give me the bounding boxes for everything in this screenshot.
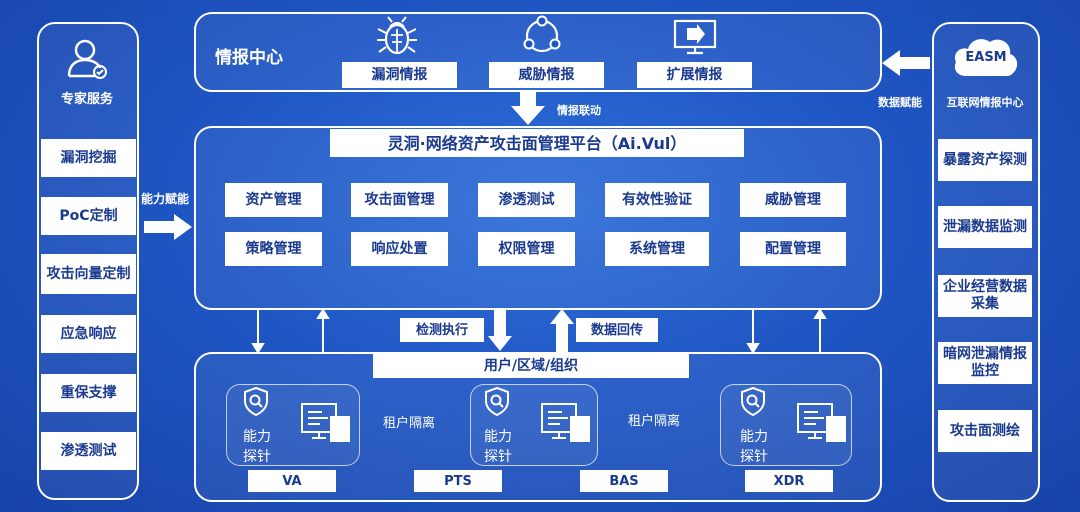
internet-intel-title: 互联网情报中心 [946, 96, 1024, 109]
intel-link-arrow-icon [509, 90, 547, 126]
intel-item-vuln[interactable]: 漏洞情报 [342, 62, 457, 88]
expert-item-poc-custom[interactable]: PoC定制 [41, 197, 136, 235]
data-return-arrow-icon [549, 308, 575, 352]
right-item-business-data[interactable]: 企业经营数据采集 [938, 275, 1032, 317]
right-item-exposed-assets[interactable]: 暴露资产探测 [938, 139, 1032, 181]
detect-exec-label: 检测执行 [400, 318, 484, 342]
detect-exec-arrow-icon [487, 308, 513, 352]
product-va[interactable]: VA [248, 470, 336, 492]
monitor-extend-icon [672, 18, 718, 58]
product-bas[interactable]: BAS [580, 470, 668, 492]
expert-item-emergency[interactable]: 应急响应 [41, 315, 136, 353]
tenant-isolation-label-2: 租户隔离 [628, 414, 681, 429]
probe-label-2-a: 能力 [484, 429, 512, 445]
right-item-surface-mapping[interactable]: 攻击面测绘 [938, 410, 1032, 452]
intel-item-threat[interactable]: 威胁情报 [489, 62, 604, 88]
module-threat-management[interactable]: 威胁管理 [740, 183, 846, 217]
shield-search-icon [243, 386, 269, 416]
ability-empower-arrow-icon [144, 212, 194, 242]
easm-cloud-icon [950, 34, 1022, 80]
data-empower-arrow-icon [880, 48, 930, 78]
module-attack-surface[interactable]: 攻击面管理 [351, 183, 448, 217]
platform-title: 灵洞·网络资产攻击面管理平台（Ai.Vul） [330, 129, 744, 157]
user-region-org-bar: 用户/区域/组织 [373, 354, 689, 378]
computer-document-icon [796, 402, 848, 446]
shield-search-icon [740, 386, 766, 416]
ability-empower-label: 能力赋能 [141, 192, 190, 206]
probe-label-2-b: 探针 [484, 449, 512, 465]
shield-search-icon [484, 386, 510, 416]
bug-icon [374, 15, 420, 57]
data-empower-label: 数据赋能 [878, 96, 922, 109]
module-response-handling[interactable]: 响应处置 [351, 232, 448, 266]
expert-item-guarantee[interactable]: 重保支撑 [41, 374, 136, 412]
intel-center-panel [194, 12, 882, 92]
product-pts[interactable]: PTS [414, 470, 502, 492]
product-xdr[interactable]: XDR [745, 470, 833, 492]
intel-link-label: 情报联动 [557, 104, 601, 117]
threat-network-icon [518, 15, 566, 57]
tenant-isolation-label-1: 租户隔离 [383, 416, 436, 431]
probe-label-1-a: 能力 [243, 429, 271, 445]
module-permission-management[interactable]: 权限管理 [478, 232, 575, 266]
probe-label-3-b: 探针 [740, 449, 768, 465]
right-item-darkweb[interactable]: 暗网泄漏情报监控 [938, 342, 1032, 384]
probe-label-3-a: 能力 [740, 429, 768, 445]
probe-label-1-b: 探针 [243, 449, 271, 465]
module-policy-management[interactable]: 策略管理 [225, 232, 322, 266]
intel-center-title: 情报中心 [215, 48, 283, 68]
right-item-leak-monitor[interactable]: 泄漏数据监测 [938, 206, 1032, 248]
expert-user-icon [65, 36, 109, 80]
intel-item-extended[interactable]: 扩展情报 [637, 62, 752, 88]
module-penetration-test[interactable]: 渗透测试 [478, 183, 575, 217]
data-return-label: 数据回传 [576, 318, 658, 342]
module-config-management[interactable]: 配置管理 [740, 232, 846, 266]
expert-item-pentest[interactable]: 渗透测试 [41, 432, 136, 470]
expert-item-attack-vector[interactable]: 攻击向量定制 [41, 254, 136, 294]
module-asset-management[interactable]: 资产管理 [225, 183, 322, 217]
module-effectiveness[interactable]: 有效性验证 [605, 183, 709, 217]
module-system-management[interactable]: 系统管理 [605, 232, 709, 266]
expert-item-vuln-mining[interactable]: 漏洞挖掘 [41, 139, 136, 177]
connector-arrows-icon [240, 308, 840, 354]
expert-services-title: 专家服务 [60, 92, 113, 107]
computer-document-icon [300, 402, 352, 446]
computer-document-icon [540, 402, 592, 446]
easm-badge: EASM [965, 50, 1007, 65]
